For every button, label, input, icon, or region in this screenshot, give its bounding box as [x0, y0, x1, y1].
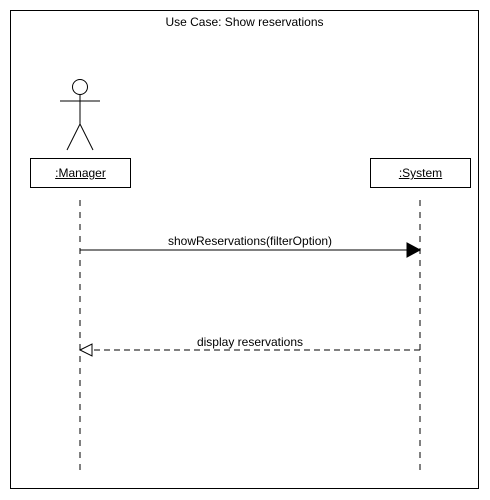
- system-label: :System: [398, 166, 443, 180]
- diagram-frame: [10, 10, 479, 489]
- message-1-arrowhead: [406, 242, 422, 258]
- actor-icon: [60, 79, 100, 151]
- diagram-title: Use Case: Show reservations: [165, 15, 324, 29]
- actor-head: [72, 79, 88, 95]
- manager-lifeline-head: :Manager: [30, 158, 131, 188]
- message-1-label: showReservations(filterOption): [167, 234, 333, 248]
- actor-right-leg: [79, 123, 94, 151]
- manager-label: :Manager: [55, 166, 106, 180]
- message-2-label: display reservations: [196, 335, 304, 349]
- actor-left-leg: [66, 123, 81, 151]
- system-lifeline-head: :System: [370, 158, 471, 188]
- message-2-arrowhead: [78, 343, 93, 357]
